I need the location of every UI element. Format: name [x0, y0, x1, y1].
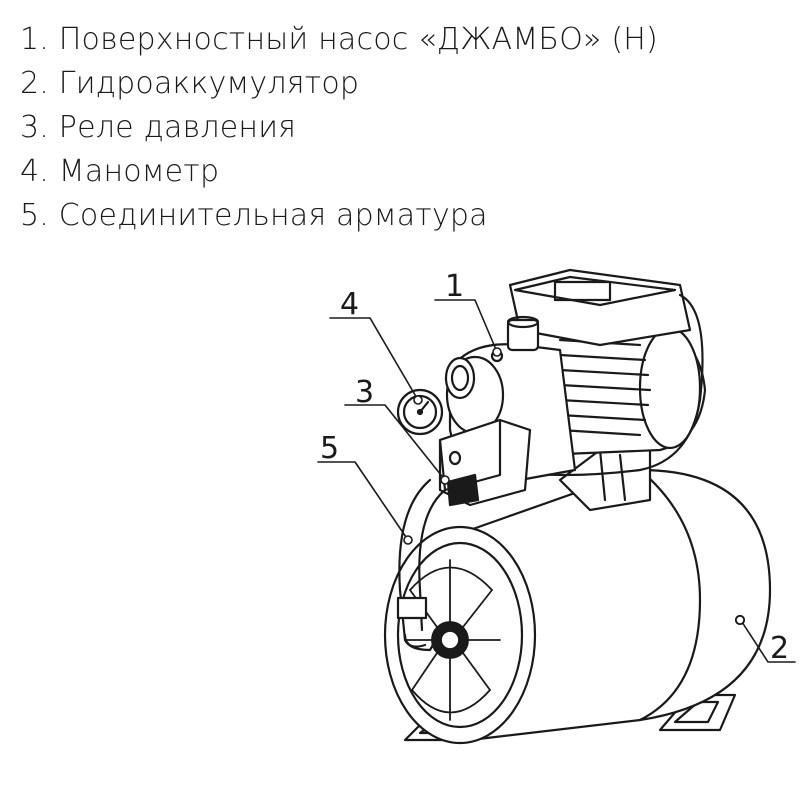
legend-item-pump: 1. Поверхностный насос «ДЖАМБО» (Н): [20, 18, 658, 62]
connection-hose: [396, 478, 447, 652]
leader-lines: [317, 299, 796, 663]
legend-number: 1.: [20, 22, 50, 57]
legend-label: Манометр: [58, 154, 220, 189]
callout-numbers: 1 2 3 4 5: [320, 269, 789, 666]
legend-item-manometer: 4. Манометр: [20, 150, 658, 194]
callout-2: 2: [770, 631, 789, 666]
legend-number: 5.: [20, 198, 50, 233]
pump-stand: [558, 448, 652, 512]
legend-item-fittings: 5. Соединительная арматура: [20, 194, 658, 238]
legend-number: 2.: [20, 66, 50, 101]
legend-number: 3.: [20, 110, 50, 145]
legend-label: Поверхностный насос «ДЖАМБО» (Н): [58, 22, 658, 57]
callout-5: 5: [320, 431, 339, 466]
leader-dots: [403, 347, 745, 625]
pressure-switch: [438, 418, 532, 507]
callout-1: 1: [445, 269, 464, 304]
legend-label: Реле давления: [58, 110, 297, 145]
parts-legend: 1. Поверхностный насос «ДЖАМБО» (Н) 2. Г…: [20, 18, 658, 238]
legend-label: Гидроаккумулятор: [58, 66, 360, 101]
legend-item-pressure-switch: 3. Реле давления: [20, 106, 658, 150]
legend-number: 4.: [20, 154, 50, 189]
legend-item-accumulator: 2. Гидроаккумулятор: [20, 62, 658, 106]
accumulator-tank: [383, 468, 772, 745]
callout-3: 3: [355, 375, 374, 410]
legend-label: Соединительная арматура: [58, 198, 488, 233]
tank-end-cap: [404, 559, 501, 721]
callout-4: 4: [340, 287, 359, 322]
